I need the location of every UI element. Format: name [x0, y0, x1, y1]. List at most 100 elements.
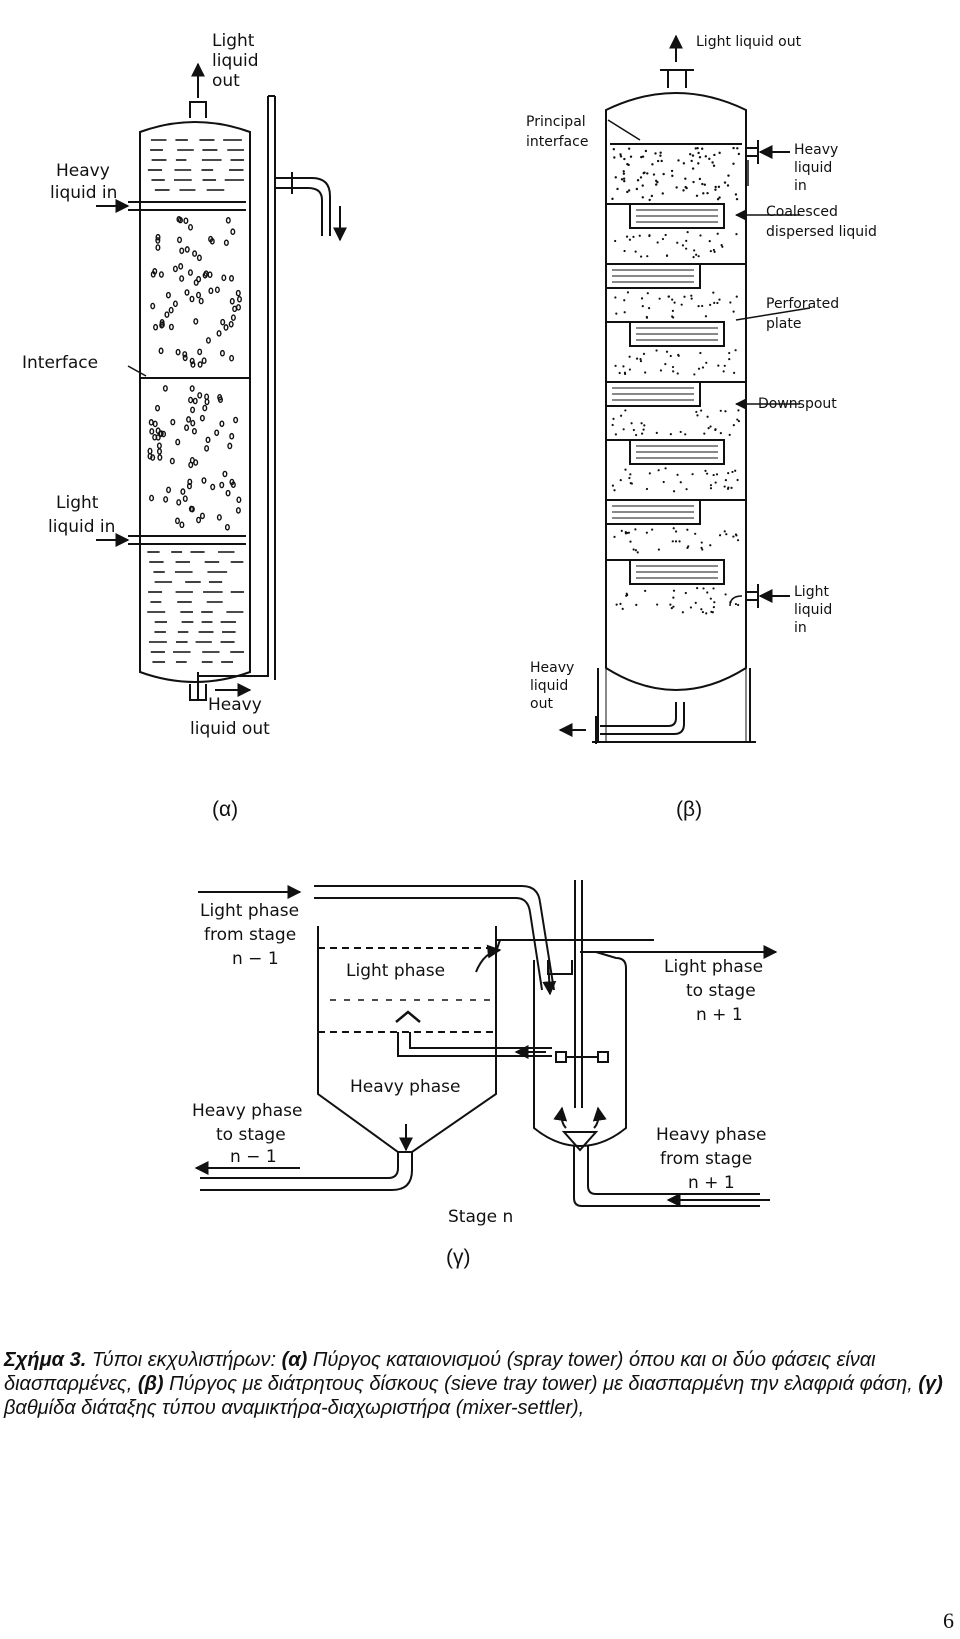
- droplet-dot: [664, 467, 667, 470]
- droplet-dot: [674, 530, 678, 533]
- droplet-dot: [664, 362, 667, 366]
- droplet-dot: [646, 292, 649, 295]
- droplet: [159, 319, 165, 326]
- page-number: 6: [943, 1608, 954, 1633]
- droplet-dot: [645, 531, 648, 534]
- droplet-dot: [652, 173, 656, 176]
- droplet-dot: [627, 531, 631, 534]
- c-stage-label: Stage n: [448, 1207, 513, 1227]
- b-heavy-in-label-2: liquid: [794, 160, 832, 176]
- droplet-dot: [690, 159, 693, 163]
- droplet-dot: [705, 612, 708, 615]
- a-heavy-out-label-1: Heavy: [208, 695, 262, 715]
- droplet-dot: [672, 605, 675, 608]
- panel-label-c: (γ): [446, 1246, 471, 1269]
- droplet: [225, 489, 231, 497]
- droplet: [155, 237, 161, 244]
- a-light-in-label-2: liquid in: [48, 517, 115, 537]
- droplet-dot: [669, 354, 672, 358]
- droplet-dot: [699, 351, 702, 355]
- droplet-dot: [701, 366, 705, 369]
- droplet-dot: [659, 151, 662, 154]
- droplet-dot: [723, 485, 726, 488]
- droplet-dot: [706, 415, 709, 418]
- droplet-dot: [650, 194, 654, 198]
- droplet-dot: [718, 151, 721, 155]
- droplet-dot: [736, 147, 739, 150]
- b-heavy-in-label-1: Heavy: [794, 142, 838, 158]
- droplet-dot: [682, 189, 685, 192]
- droplet-dot: [689, 606, 693, 609]
- droplet-dot: [693, 249, 696, 252]
- droplet-dot: [689, 152, 692, 156]
- droplet: [166, 486, 172, 494]
- droplet: [169, 457, 175, 465]
- droplet-dot: [681, 611, 684, 614]
- droplet-dot: [640, 297, 644, 300]
- droplet: [162, 385, 168, 392]
- mixer-settler-diagram: [194, 880, 778, 1207]
- droplet: [219, 420, 225, 428]
- droplet-dot: [735, 233, 738, 236]
- droplet-dot: [685, 488, 688, 491]
- droplet-dot: [736, 418, 739, 421]
- droplet-dot: [728, 433, 731, 436]
- droplet-dot: [681, 244, 685, 247]
- coalesced-layer: [636, 565, 718, 579]
- droplet-dot: [729, 601, 732, 604]
- droplet-dot: [646, 255, 649, 258]
- droplet-dot: [732, 424, 735, 427]
- c-heavy-from-label-2: from stage: [660, 1149, 752, 1169]
- droplet-dot: [669, 433, 672, 436]
- b-heavy-out-label-2: liquid: [530, 678, 568, 694]
- droplet-dot: [678, 540, 681, 543]
- droplet-dot: [657, 548, 660, 551]
- droplet-dot: [702, 587, 705, 590]
- droplet-dot: [700, 541, 703, 544]
- droplet-dot: [623, 299, 626, 302]
- droplet: [202, 404, 208, 412]
- droplet-dot: [627, 189, 631, 192]
- downspout: [629, 439, 725, 465]
- droplet-dot: [720, 244, 723, 247]
- droplet-dot: [734, 533, 738, 536]
- droplet-dot: [625, 235, 629, 238]
- droplet-dot: [704, 469, 707, 472]
- downspout: [629, 559, 725, 585]
- droplet-dot: [662, 172, 665, 176]
- droplet: [235, 304, 241, 311]
- droplet-dot: [670, 607, 673, 610]
- droplet-dot: [639, 176, 643, 179]
- droplet-dot: [714, 428, 717, 431]
- droplet-dot: [734, 193, 738, 196]
- b-principal-label-1: Principal: [526, 114, 586, 130]
- droplet-dot: [727, 472, 730, 475]
- droplet-dot: [709, 250, 712, 253]
- droplet: [235, 507, 241, 514]
- b-light-out-label: Light liquid out: [696, 34, 802, 50]
- droplet: [157, 430, 163, 438]
- droplet-dot: [700, 147, 704, 150]
- droplet-dot: [651, 528, 654, 531]
- droplet-dot: [701, 548, 704, 551]
- droplet: [190, 419, 196, 427]
- droplet-dot: [672, 596, 675, 599]
- droplet-dot: [616, 187, 619, 191]
- droplet-dot: [656, 241, 659, 244]
- droplet-dot: [698, 177, 702, 181]
- droplet-dot: [703, 432, 706, 435]
- droplet-dot: [639, 358, 642, 361]
- droplet-dot: [670, 169, 674, 173]
- droplet-dot: [712, 291, 715, 294]
- droplet-dot: [630, 482, 633, 485]
- droplet-dot: [656, 603, 659, 606]
- droplet: [209, 237, 215, 245]
- droplet: [177, 216, 183, 224]
- droplet-dot: [623, 311, 626, 314]
- droplet: [232, 305, 238, 313]
- droplet-dot: [665, 350, 669, 353]
- droplet: [147, 447, 153, 455]
- droplet-dot: [695, 410, 698, 414]
- droplet-dot: [658, 297, 661, 300]
